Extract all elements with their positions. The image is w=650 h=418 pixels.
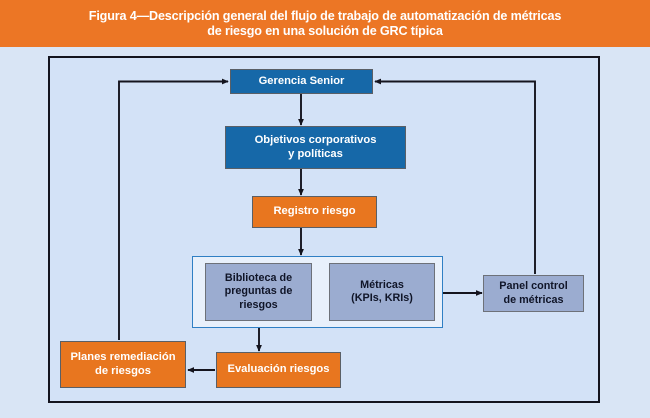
figure-header-banner: Figura 4—Descripción general del flujo d… bbox=[0, 0, 650, 47]
node-metricas-kpis-kris[interactable]: Métricas (KPIs, KRIs) bbox=[329, 263, 435, 321]
node-evaluacion-riesgos[interactable]: Evaluación riesgos bbox=[216, 352, 341, 388]
node-planes-remediacion-de-riesgos[interactable]: Planes remediación de riesgos bbox=[60, 341, 186, 388]
figure-title: Figura 4—Descripción general del flujo d… bbox=[88, 8, 562, 38]
node-panel-control-de-metricas[interactable]: Panel control de métricas bbox=[483, 275, 584, 312]
node-objetivos-corporativos-y-politicas[interactable]: Objetivos corporativos y políticas bbox=[225, 126, 406, 169]
node-gerencia-senior[interactable]: Gerencia Senior bbox=[230, 69, 373, 94]
node-biblioteca-preguntas-riesgos[interactable]: Biblioteca de preguntas de riesgos bbox=[205, 263, 312, 321]
diagram-canvas: Gerencia Senior Objetivos corporativos y… bbox=[0, 47, 650, 418]
node-registro-riesgo[interactable]: Registro riesgo bbox=[252, 196, 377, 228]
